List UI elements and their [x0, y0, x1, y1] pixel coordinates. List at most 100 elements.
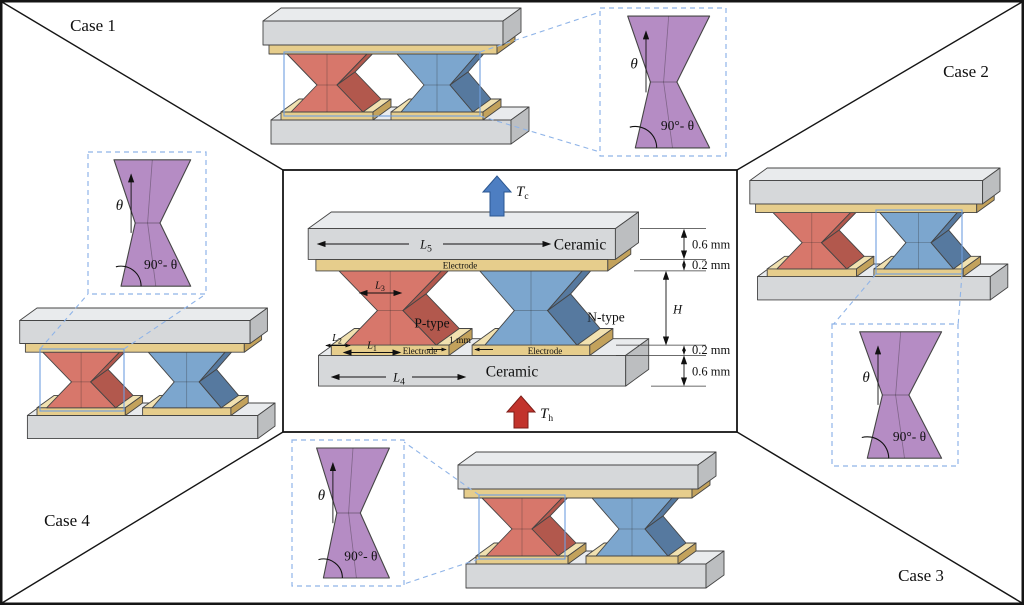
electrode-bottom-left-label: Electrode: [403, 346, 437, 356]
teg-module-case4: [19, 307, 276, 440]
angle-arc: [115, 265, 142, 287]
electrode-top-thickness: 0.2 mm: [692, 258, 730, 272]
electrode-bottom-thickness: 0.2 mm: [692, 343, 730, 357]
bottom-electrode-right-side-face: [589, 328, 614, 356]
l1-label: L1: [366, 341, 377, 354]
n-leg-lower-side-face: [449, 71, 492, 113]
l5-label: L5: [419, 238, 432, 255]
bottom-electrode-left-side-face: [124, 394, 144, 416]
bottom-electrode-left-side-face: [567, 542, 587, 565]
electrode-top-label: Electrode: [443, 261, 477, 271]
p-leg-lower-side-face: [336, 71, 382, 113]
bottom-electrode-left-front-face: [475, 555, 569, 565]
bottom-electrode-left-side-face: [372, 98, 392, 121]
inset-lower-crease: [663, 81, 673, 148]
bottom-ceramic-front-face: [465, 563, 707, 589]
top-ceramic-side-face: [697, 451, 717, 490]
bottom-electrode-right-side-face: [962, 255, 982, 278]
gap-label: 1 mm: [449, 336, 472, 346]
theta-label: θ: [862, 370, 870, 386]
top-ceramic-side-face: [249, 307, 268, 344]
inset-upper-crease: [663, 16, 670, 83]
bottom-ceramic-side-face: [989, 263, 1009, 301]
zoom-inset-case3: θ90°- θ: [291, 439, 405, 587]
zoom-callouts: [39, 11, 963, 585]
l2-label: L2: [331, 333, 342, 346]
inset-lower-crease: [348, 512, 357, 579]
zoom-source-box-case3: [478, 494, 566, 560]
bottom-ceramic-side-face: [510, 106, 530, 145]
theta-label: θ: [630, 57, 638, 73]
ceramic-bottom-thickness: 0.6 mm: [692, 365, 730, 379]
inset-lower-crease: [147, 222, 157, 287]
top-ceramic-front-face: [457, 464, 699, 490]
tc-arrow: [481, 175, 513, 217]
p-type-label: P-type: [414, 316, 449, 331]
bottom-electrode-right-front-face: [873, 268, 964, 278]
inset-upper-crease: [895, 331, 902, 396]
case3-label: Case 3: [898, 566, 944, 585]
bottom-electrode-left-front-face: [36, 407, 126, 416]
bottom-electrode-right-front-face: [585, 555, 679, 565]
angle-arc: [629, 125, 658, 148]
n-leg-lower-side-face: [644, 515, 687, 557]
n-leg-lower-side-face: [198, 368, 240, 409]
n-leg-lower-side-face: [930, 229, 972, 270]
theta-label: θ: [116, 198, 124, 214]
bottom-ceramic-side-face: [705, 550, 725, 589]
zoom-line-case3-a: [403, 441, 480, 496]
bottom-ceramic-front-face: [270, 119, 512, 145]
bottom-electrode-left-front-face: [766, 268, 857, 278]
zoom-inset-case4: θ 90°- θ: [87, 151, 207, 295]
n-leg-lower-side-face: [547, 293, 601, 346]
diagonal-top-left: [1, 1, 284, 171]
zoom-line-case1-b: [479, 115, 601, 153]
top-electrode-front-face: [463, 488, 693, 499]
top-ceramic-top-face: [749, 167, 1001, 182]
diagonal-bottom-left: [1, 431, 284, 604]
diagonal-bottom-right: [736, 431, 1023, 604]
zoom-line-case1-a: [479, 11, 601, 53]
top-ceramic-front-face: [262, 20, 504, 46]
angle-arc: [861, 436, 890, 459]
bottom-ceramic-front-face: [318, 354, 627, 387]
top-electrode-front-face: [268, 44, 498, 55]
top-electrode-front-face: [755, 203, 978, 214]
bottom-electrode-left-side-face: [856, 255, 875, 278]
th-label: Th: [540, 406, 553, 424]
zoom-line-case2-a: [831, 273, 877, 327]
top-ceramic-top-face: [307, 211, 639, 230]
zoom-inset-case2: θ 90°- θ: [831, 323, 959, 467]
top-ceramic-side-face: [982, 167, 1001, 205]
top-ceramic-front-face: [749, 180, 984, 205]
complement-angle-label: 90°- θ: [893, 429, 926, 444]
zoom-source-box-case4: [39, 348, 125, 412]
bottom-electrode-right-front-face: [142, 407, 232, 416]
complement-angle-label: 90°- θ: [144, 257, 177, 272]
bottom-ceramic-side-face: [625, 338, 650, 387]
ceramic-top-label: Ceramic: [554, 237, 607, 254]
bottom-ceramic-side-face: [257, 402, 276, 440]
complement-angle-label: 90°- θ: [344, 549, 377, 564]
top-ceramic-side-face: [502, 7, 522, 46]
case1-label: Case 1: [70, 16, 116, 35]
top-ceramic-top-face: [457, 451, 717, 466]
bottom-ceramic-front-face: [757, 276, 991, 301]
complement-angle-label: 90°- θ: [661, 118, 694, 133]
top-ceramic-top-face: [19, 307, 268, 321]
case-labels: Case 1 Case 2 Case 3 Case 4: [44, 16, 989, 585]
zoom-line-case3-b: [403, 558, 480, 585]
p-leg-lower-side-face: [90, 368, 134, 409]
ceramic-bottom-label: Ceramic: [486, 364, 539, 381]
teg-module-case3: [457, 451, 725, 589]
tc-label: Tc: [516, 184, 529, 202]
p-leg-lower-side-face: [821, 229, 865, 270]
angle-arc: [318, 558, 343, 579]
case2-label: Case 2: [943, 62, 989, 81]
bottom-ceramic-front-face: [26, 415, 259, 440]
teg-module-case2: [749, 167, 1009, 301]
zoom-source-box-case2: [875, 209, 963, 275]
zoom-line-case4-a: [39, 293, 89, 350]
